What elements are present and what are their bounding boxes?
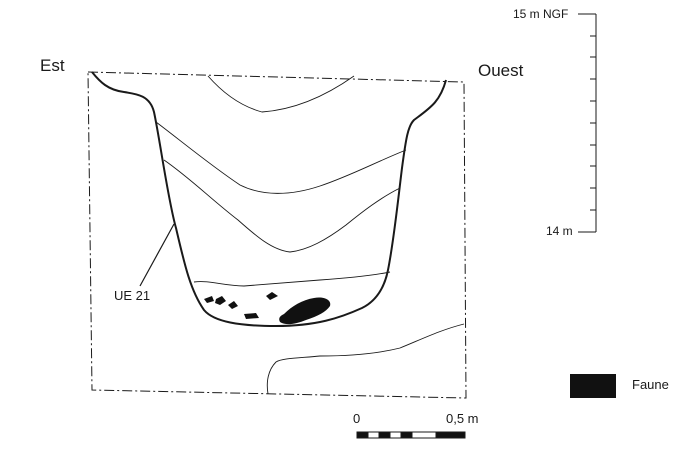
fauna-fragment bbox=[215, 296, 226, 305]
label-east: Est bbox=[40, 56, 65, 75]
layer-line-2 bbox=[155, 121, 407, 194]
elevation-bottom-label: 14 m bbox=[546, 224, 573, 238]
pit-outline bbox=[91, 71, 447, 328]
fauna-deposits bbox=[204, 292, 331, 325]
fauna-fragment bbox=[244, 313, 259, 319]
bar-scale-end-label: 0,5 m bbox=[446, 411, 479, 426]
legend-swatch-fauna bbox=[570, 374, 616, 398]
bar-scale bbox=[356, 431, 466, 439]
elevation-top-label: 15 m NGF bbox=[513, 7, 569, 21]
layer-line-upper bbox=[207, 75, 355, 113]
legend-label-fauna: Faune bbox=[632, 377, 669, 392]
fauna-large-bone bbox=[279, 297, 331, 325]
excavation-frame bbox=[87, 71, 467, 399]
bar-scale-segment bbox=[400, 431, 413, 439]
layer-line-bottom bbox=[193, 271, 391, 287]
layer-line-3 bbox=[163, 159, 401, 253]
bar-scale-segment bbox=[356, 431, 369, 439]
bar-scale-start-label: 0 bbox=[353, 411, 361, 426]
fauna-fragment bbox=[204, 296, 214, 303]
fauna-fragment bbox=[228, 301, 238, 309]
layer-line-substrate bbox=[266, 323, 465, 395]
bar-scale-segment bbox=[378, 431, 391, 439]
ue21-leader bbox=[139, 223, 175, 287]
label-ue21: UE 21 bbox=[114, 288, 151, 303]
label-west: Ouest bbox=[478, 61, 524, 80]
elevation-scale bbox=[578, 13, 597, 233]
fauna-fragment bbox=[266, 292, 278, 300]
bar-scale-segment bbox=[435, 431, 466, 439]
